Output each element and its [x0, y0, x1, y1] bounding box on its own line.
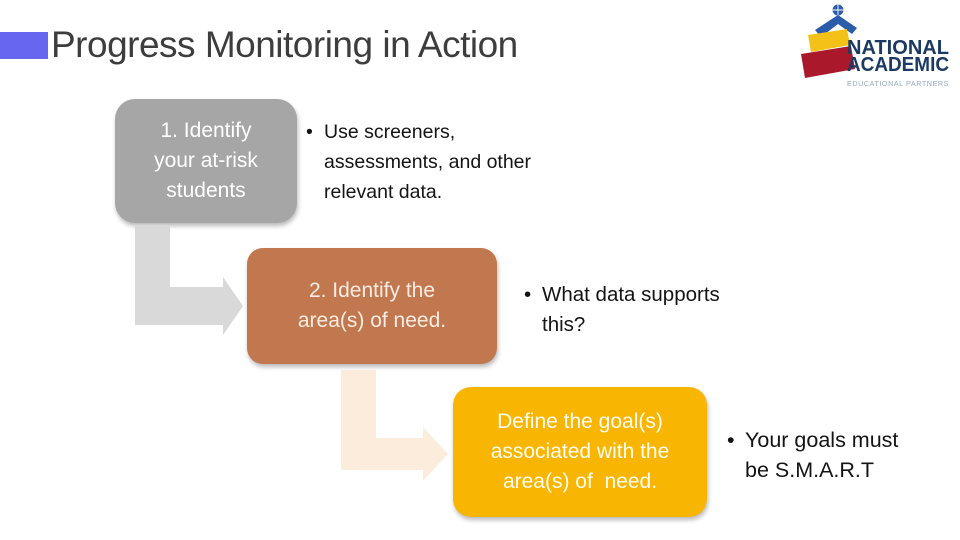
page-title: Progress Monitoring in Action — [51, 24, 518, 65]
step-3-bullet-text: Your goals must be S.M.A.R.T — [745, 428, 899, 482]
logo-tagline: EDUCATIONAL PARTNERS — [847, 79, 949, 88]
title-accent-rect — [0, 32, 48, 59]
step-1-bullet-text: Use screeners, assessments, and other re… — [324, 121, 532, 203]
elbow-arrow-2-icon — [341, 370, 448, 481]
national-academic-logo: NATIONAL ACADEMIC EDUCATIONAL PARTNERS — [801, 4, 949, 88]
elbow-arrow-1-icon — [135, 225, 243, 335]
logo-books-icon — [801, 4, 857, 78]
step-1-bullet: • Use screeners, assessments, and other … — [306, 117, 531, 207]
step-2-box: 2. Identify the area(s) of need. — [247, 248, 497, 364]
bullet-icon: • — [524, 283, 532, 306]
logo-book-yellow — [808, 29, 850, 52]
step-2-bullet-text: What data supports this? — [542, 283, 720, 336]
step-3-box: Define the goal(s) associated with the a… — [453, 387, 707, 517]
logo-book-blue — [815, 15, 857, 37]
step-3-bullet: • Your goals must be S.M.A.R.T — [727, 425, 898, 485]
logo-name-line2: ACADEMIC — [847, 54, 949, 76]
bullet-icon: • — [727, 428, 735, 452]
bullet-icon: • — [306, 121, 313, 143]
step-1-box: 1. Identify your at-risk students — [115, 99, 297, 223]
step-3-box-label: Define the goal(s) associated with the a… — [490, 410, 670, 493]
logo-book-red — [801, 46, 855, 78]
step-2-bullet: • What data supports this? — [524, 280, 720, 340]
step-2-box-label: 2. Identify the area(s) of need. — [297, 279, 447, 332]
step-1-box-label: 1. Identify your at-risk students — [154, 119, 258, 202]
logo-name-line1: NATIONAL — [847, 37, 949, 59]
